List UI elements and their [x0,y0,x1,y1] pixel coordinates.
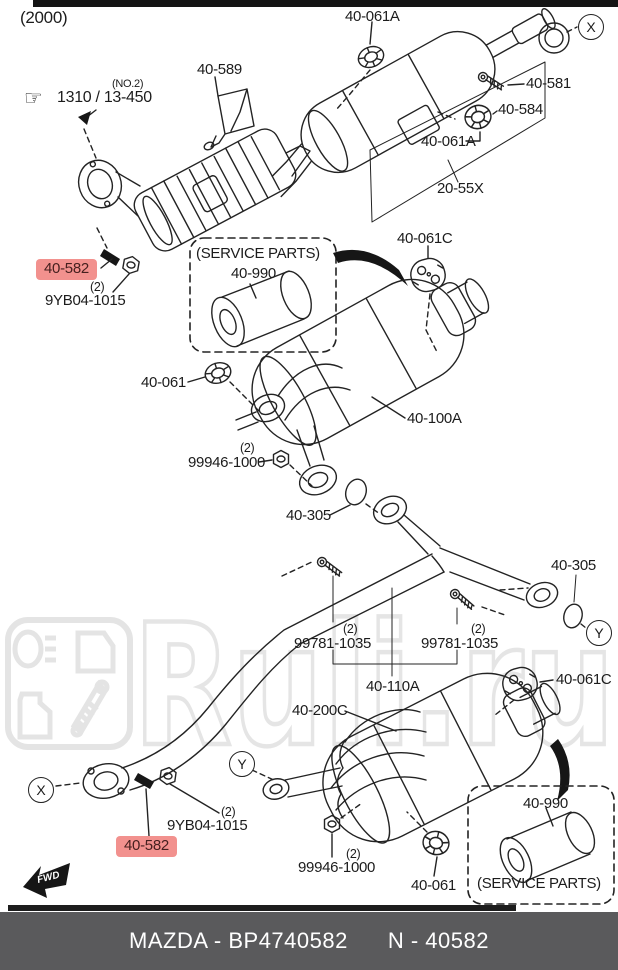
part-label-99781-1035-right: 99781-1035 [421,635,499,652]
part-label-9yb04-1015-bottom: 9YB04-1015 [167,817,248,834]
flow-arrow-bottom [550,739,570,801]
part-label-99946-1000-top: 99946-1000 [188,454,266,471]
part-label-40-584: 40-584 [498,101,543,118]
service-pipe-40-990-top [211,270,312,348]
part-label-99781-1035-left: 99781-1035 [294,635,372,652]
connector-marker-x-bottom: X [28,777,54,803]
footer-bar: MAZDA - BP4740582 N - 40582 [0,912,618,970]
part-label-40-200c: 40-200C [292,702,348,719]
part-label-40-061a-top: 40-061A [345,8,400,25]
part-label-40-581: 40-581 [526,75,571,92]
reference-note: (NO.2) [112,78,144,90]
part-label-40-990-top: 40-990 [231,265,276,282]
connector-marker-y-right: Y [586,620,612,646]
part-label-40-305-right: 40-305 [551,557,596,574]
year-code: (2000) [20,8,68,27]
part-label-40-110a: 40-110A [366,678,420,695]
connector-marker-y-mid: Y [229,751,255,777]
oring-40-305-left [344,478,368,506]
svg-text:FWD: FWD [36,870,61,886]
watermark-icons-panel [5,617,133,750]
qty-99946-top: (2) [240,441,255,455]
hanger-40-061c-top [406,245,450,353]
oring-40-305-right [563,603,583,629]
catalytic-converter-drawing [77,128,311,252]
qty-9yb04-top: (2) [90,280,105,294]
watermark: Ruli.ru [5,586,617,786]
service-parts-box-bottom [467,785,615,905]
front-muffler-drawing [78,8,578,293]
footer-rule [8,905,516,911]
service-parts-box-top [189,237,337,353]
pointing-hand-icon: ☞ [24,87,43,110]
connector-marker-x-top: X [578,14,604,40]
top-rule [33,0,618,7]
part-label-40-061-bottom: 40-061 [411,877,456,894]
main-muffler-40-100a-drawing [187,278,490,516]
rear-muffler-40-200c-drawing [251,663,561,877]
reference-label: 1310 / 13-450 [57,89,152,106]
footer-brand-part-number: MAZDA - BP4740582 [129,928,348,953]
qty-9yb04-bottom: (2) [221,805,236,819]
part-label-40-305-left: 40-305 [286,507,331,524]
qty-99946-bottom: (2) [346,847,361,861]
part-label-40-589: 40-589 [197,61,242,78]
highlighted-part-label-40-582-top[interactable]: 40-582 [36,259,97,280]
part-label-9yb04-1015-top: 9YB04-1015 [45,292,126,309]
part-label-20-55x: 20-55X [437,180,484,197]
qty-99781-right: (2) [471,622,486,636]
footer-catalog-number: N - 40582 [387,928,489,953]
flow-arrow-top [333,249,408,286]
part-label-99946-1000-bottom: 99946-1000 [298,859,376,876]
part-label-40-061a-mid: 40-061A [421,133,476,150]
front-pipe-40-110a-drawing [121,495,587,791]
part-label-40-061c-bottom: 40-061C [556,671,612,688]
front-flange-drawing [55,762,220,837]
part-label-40-100a: 40-100A [407,410,462,427]
service-pipe-40-990-bottom [499,807,596,884]
watermark-text: Ruli.ru [133,588,615,784]
fwd-arrow-icon: FWD [23,863,70,898]
qty-99781-left: (2) [343,622,358,636]
part-label-40-061-top: 40-061 [141,374,186,391]
part-label-40-061c-top: 40-061C [397,230,453,247]
highlighted-part-label-40-582-bottom[interactable]: 40-582 [116,836,177,857]
service-parts-title-bottom: (SERVICE PARTS) [477,875,601,892]
part-label-40-990-bottom: 40-990 [523,795,568,812]
service-parts-title-top: (SERVICE PARTS) [196,245,320,262]
